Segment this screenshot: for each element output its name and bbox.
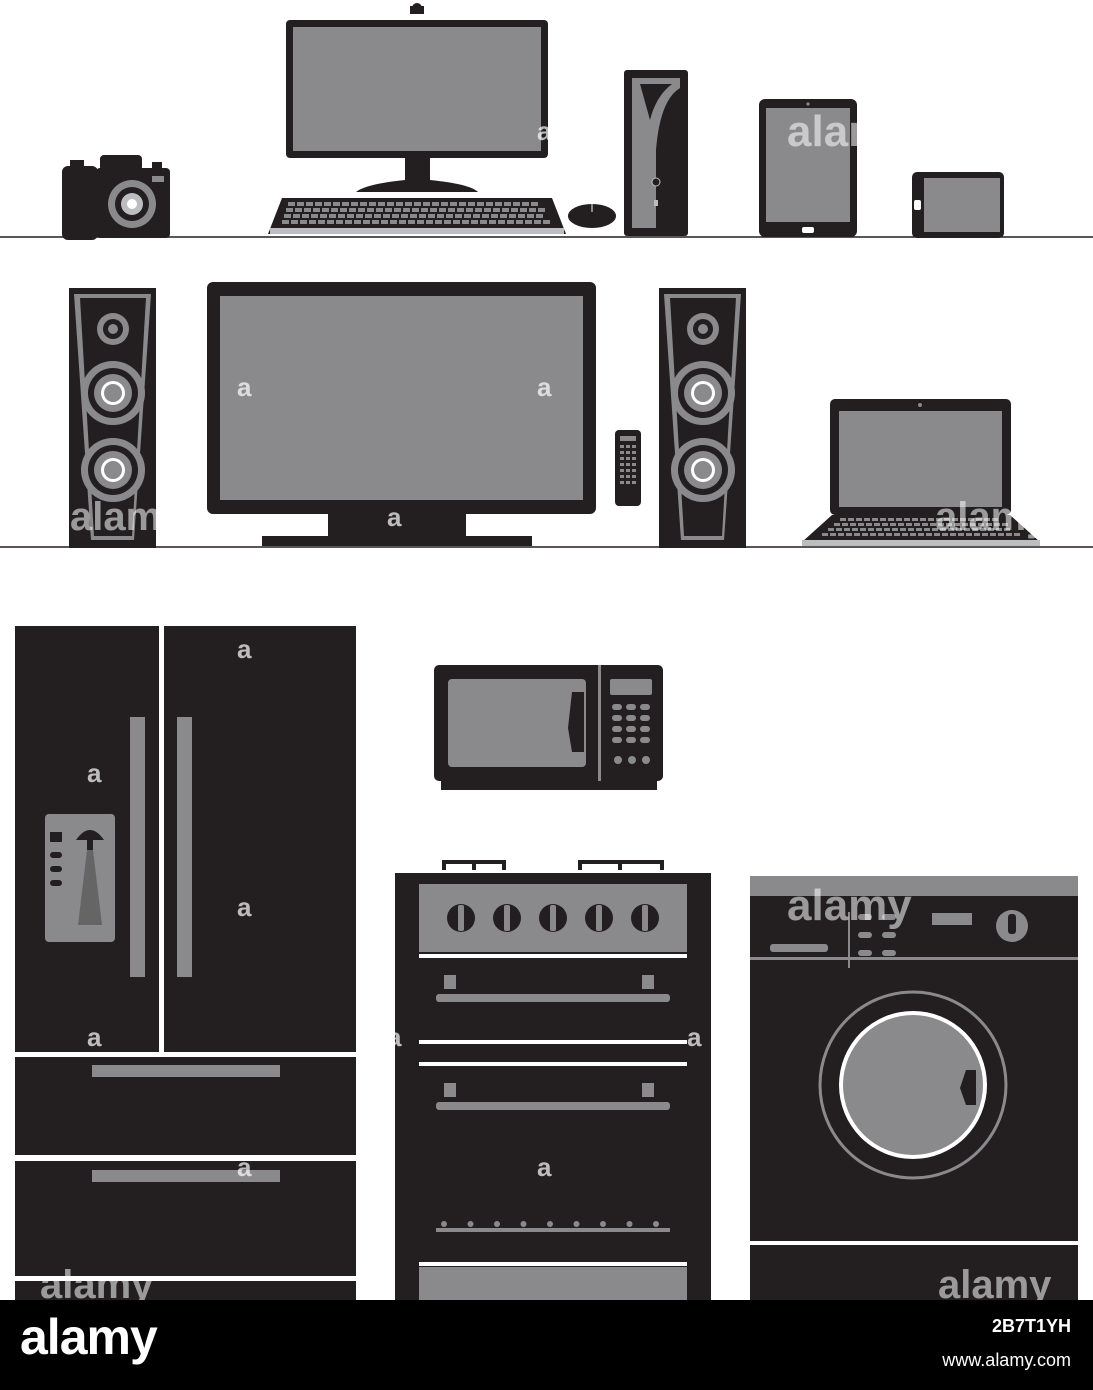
tablet-icon [759,99,857,237]
laptop-icon [802,399,1040,546]
watermark-mark: a [237,634,252,664]
watermark-mark: a [237,892,252,922]
phone-icon [912,172,1004,238]
watermark-mark: a [87,758,102,788]
watermark-text: alamy [70,495,184,539]
mouse-icon [568,204,616,228]
watermark-mark: a [237,1152,252,1182]
watermark-mark: a [537,116,552,146]
watermarks: alamy alamy alamy alamy alamy alamy a a … [40,107,1052,1300]
watermark-mark: a [687,1022,702,1052]
footer-bar: alamy 2B7T1YH www.alamy.com [0,1300,1093,1390]
keyboard-icon [268,198,566,234]
footer-logo: alamy [20,1309,158,1365]
refrigerator-icon [15,626,356,1300]
gas-stove-icon [395,860,711,1300]
appliance-illustration: alamy alamy alamy alamy alamy alamy a a … [0,3,1093,1300]
watermark-text: alamy [787,881,912,930]
remote-icon [615,430,641,506]
watermark-mark: a [387,1022,402,1052]
washing-machine-icon [750,876,1078,1300]
desktop-monitor-icon [286,3,548,192]
watermark-text: alamy [40,1263,154,1300]
watermark-text: alamy [787,107,912,156]
tv-icon [207,282,596,546]
watermark-mark: a [537,372,552,402]
microwave-icon [434,665,663,790]
pc-tower-icon [624,70,688,236]
watermark-mark: a [87,1022,102,1052]
watermark-mark: a [387,502,402,532]
watermark-text: alamy [938,1263,1052,1300]
image-id: 2B7T1YH [991,1316,1071,1336]
footer-url: www.alamy.com [942,1350,1071,1370]
camera-icon [62,155,170,240]
watermark-text: alamy [935,495,1049,539]
speaker-right-icon [659,288,746,548]
speaker-left-icon [69,288,156,548]
watermark-mark: a [537,1152,552,1182]
watermark-mark: a [237,372,252,402]
